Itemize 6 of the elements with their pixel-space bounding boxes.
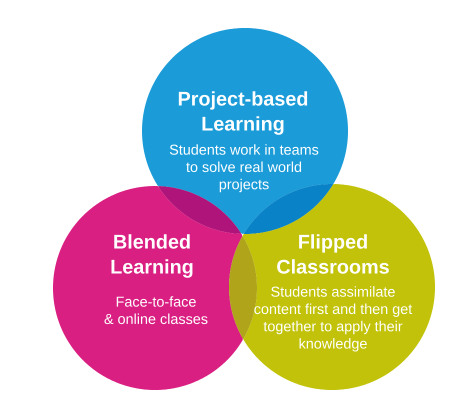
- circle-description: Face-to-face & online classes: [104, 296, 208, 324]
- circle-heading: Blended Learning: [112, 234, 192, 278]
- circle-description: Students work in teams to solve real world projects: [170, 144, 318, 192]
- circle-heading: Project-based Learning: [178, 91, 308, 135]
- circle-heading: Flipped Classrooms: [277, 234, 389, 274]
- circle-description: Students assimilate content first and then get together to apply their knowledge: [254, 286, 412, 352]
